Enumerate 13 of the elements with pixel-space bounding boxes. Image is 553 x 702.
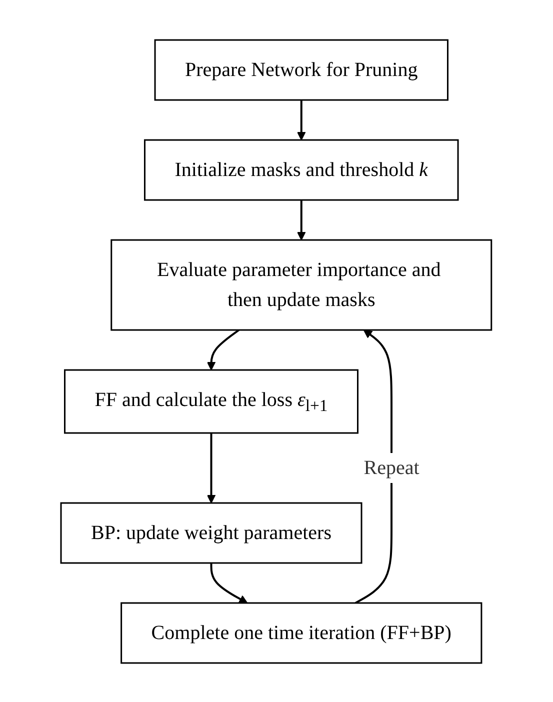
node-box: Initialize masks and threshold k <box>144 138 460 200</box>
node-box: Evaluate parameter importance and then update masks <box>110 238 492 330</box>
arrow <box>207 432 216 503</box>
node-box: Prepare Network for Pruning <box>154 38 449 100</box>
node-box: BP: update weight parameters <box>60 502 363 564</box>
node-box: FF and calculate the loss ε$_{l+1}$ <box>64 368 359 434</box>
arrow <box>355 329 393 604</box>
edge-label: Repeat <box>364 456 420 478</box>
arrow <box>207 328 240 370</box>
arrow <box>297 100 306 140</box>
arrow <box>210 562 248 603</box>
node-box: Complete one time iteration (FF+BP) <box>120 602 482 664</box>
arrow <box>297 200 306 240</box>
